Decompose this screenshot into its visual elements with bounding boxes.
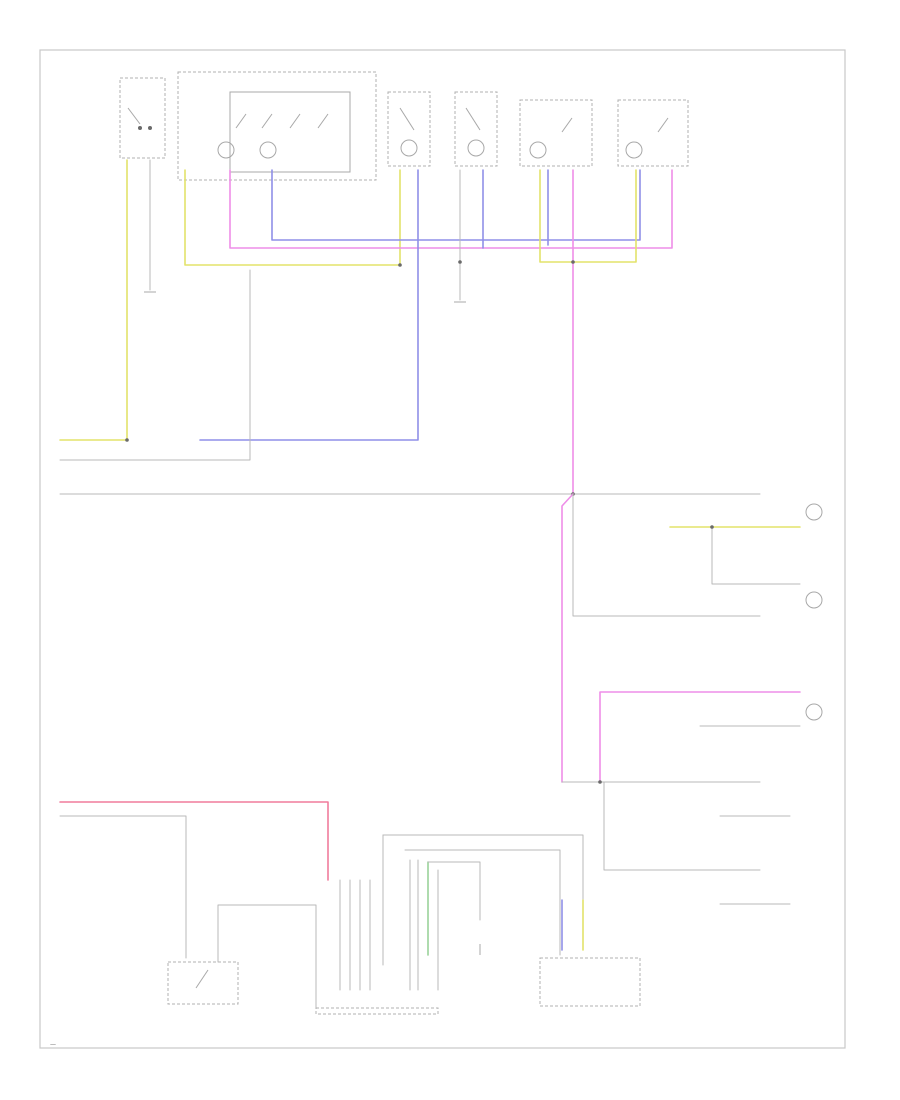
wire-yellow-left-main [59,159,128,441]
wire-gray-left-middle [59,269,251,461]
lamp-1 [217,141,235,159]
bottom-left-switch-contact [195,969,209,989]
diagram-frame [39,49,846,1049]
lamp-2 [259,141,277,159]
wire-blue-drop [199,169,419,441]
mf-contact-2 [261,113,273,129]
switch-4-housing [454,91,498,167]
wire-yellow-right-loop [539,169,637,263]
middle-bus [59,492,761,783]
bottom-section [59,801,641,1015]
switch-1-pivot [138,126,142,130]
lamp-right-1 [805,503,823,521]
top-wiring [59,159,673,496]
corner-label: — [50,1041,56,1048]
module-right-box [539,957,641,1007]
bottom-left-switch-housing [167,961,239,1005]
wire-pink-right-2 [599,691,801,783]
right-lamp-group-1 [669,503,823,609]
wire-gray-bottom-loop [217,904,317,1009]
switch-3-contact [399,107,415,131]
mf-contact-3 [289,113,301,129]
splice-4 [458,260,462,264]
wire-red-feed [59,801,329,881]
wire-blue-top-bus [271,169,641,241]
switch-3-housing [387,91,431,167]
splice-r2 [598,780,602,784]
splice-r1 [710,525,714,529]
switch-1-housing [119,77,166,159]
right-lamp-group-2 [561,691,823,905]
switch-6-contact [657,117,669,133]
switch-6-lamp [625,141,643,159]
wire-gray-module-inner [427,861,481,921]
mf-contact-1 [235,113,247,129]
multifunction-inner [229,91,351,173]
top-switch-group [119,71,689,181]
wire-yellow-top-loop [184,169,401,266]
wire-gray-branch-1 [572,493,761,617]
switch-4-lamp [467,139,485,157]
multifunction-switch-housing [177,71,377,181]
switch-3-lamp [400,139,418,157]
switch-5-housing [519,99,593,167]
wire-pink-lower-trunk [561,493,574,783]
splice-2 [571,260,575,264]
lamp-right-3 [805,703,823,721]
mf-contact-4 [317,113,329,129]
switch-1-pivot-2 [148,126,152,130]
wire-pink-top-bus [229,169,673,249]
wire-gray-feed [59,815,187,959]
switch-6-housing [617,99,689,167]
wire-gray-module-top [382,834,584,911]
splice-3 [398,263,402,267]
switch-5-contact [561,117,573,133]
ground-symbols-top [144,291,466,303]
switch-1-contact [127,107,141,125]
wire-gray-right-4 [603,781,761,871]
splice-1 [125,438,129,442]
lamp-right-2 [805,591,823,609]
switch-5-lamp [529,141,547,159]
switch-4-contact [465,107,481,131]
wire-gray-module-mid [404,849,561,956]
wire-gray-right-1 [711,526,801,585]
module-left-box [315,1007,439,1015]
